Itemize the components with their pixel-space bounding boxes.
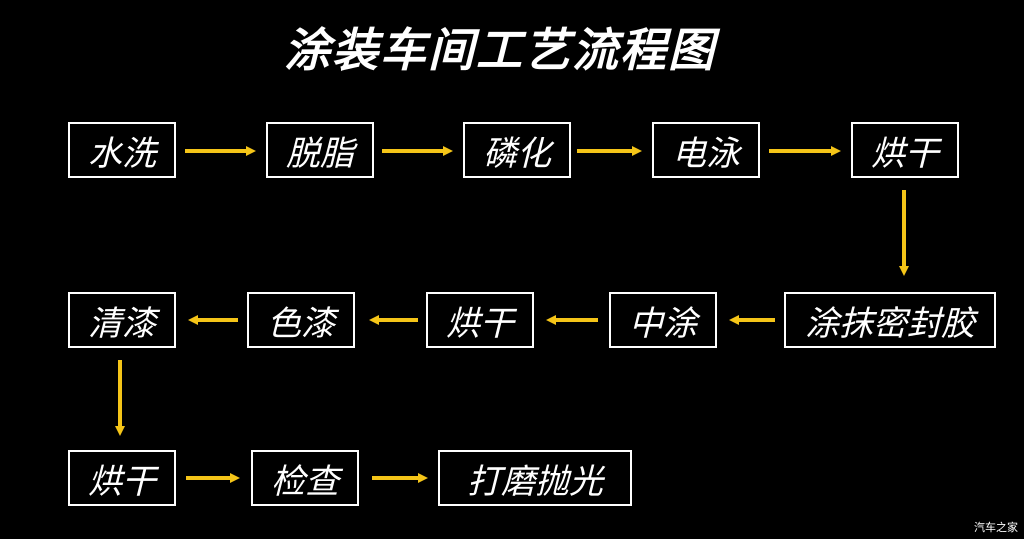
- step-12-label: 检查: [271, 461, 339, 502]
- step-5-box: 烘干: [851, 122, 959, 178]
- step-2-label: 脱脂: [286, 133, 354, 174]
- step-11-box: 烘干: [68, 450, 176, 506]
- step-8-label: 烘干: [446, 303, 514, 344]
- step-7-box: 中涂: [609, 292, 717, 348]
- step-4-box: 电泳: [652, 122, 760, 178]
- step-3-box: 磷化: [463, 122, 571, 178]
- step-10-label: 清漆: [88, 303, 156, 344]
- step-6-box: 涂抹密封胶: [784, 292, 996, 348]
- step-1-label: 水洗: [88, 133, 156, 174]
- step-12-box: 检查: [251, 450, 359, 506]
- step-4-label: 电泳: [672, 133, 740, 174]
- step-13-label: 打磨抛光: [467, 461, 603, 502]
- step-11-label: 烘干: [88, 461, 156, 502]
- diagram-title: 涂装车间工艺流程图: [284, 23, 716, 77]
- step-2-box: 脱脂: [266, 122, 374, 178]
- step-9-box: 色漆: [247, 292, 355, 348]
- step-9-label: 色漆: [267, 303, 335, 344]
- step-1-box: 水洗: [68, 122, 176, 178]
- step-3-label: 磷化: [483, 133, 551, 174]
- step-13-box: 打磨抛光: [438, 450, 632, 506]
- watermark: 汽车之家: [974, 521, 1018, 534]
- step-8-box: 烘干: [426, 292, 534, 348]
- step-7-label: 中涂: [629, 303, 697, 344]
- step-10-box: 清漆: [68, 292, 176, 348]
- step-5-label: 烘干: [871, 133, 939, 174]
- step-6-label: 涂抹密封胶: [805, 303, 975, 344]
